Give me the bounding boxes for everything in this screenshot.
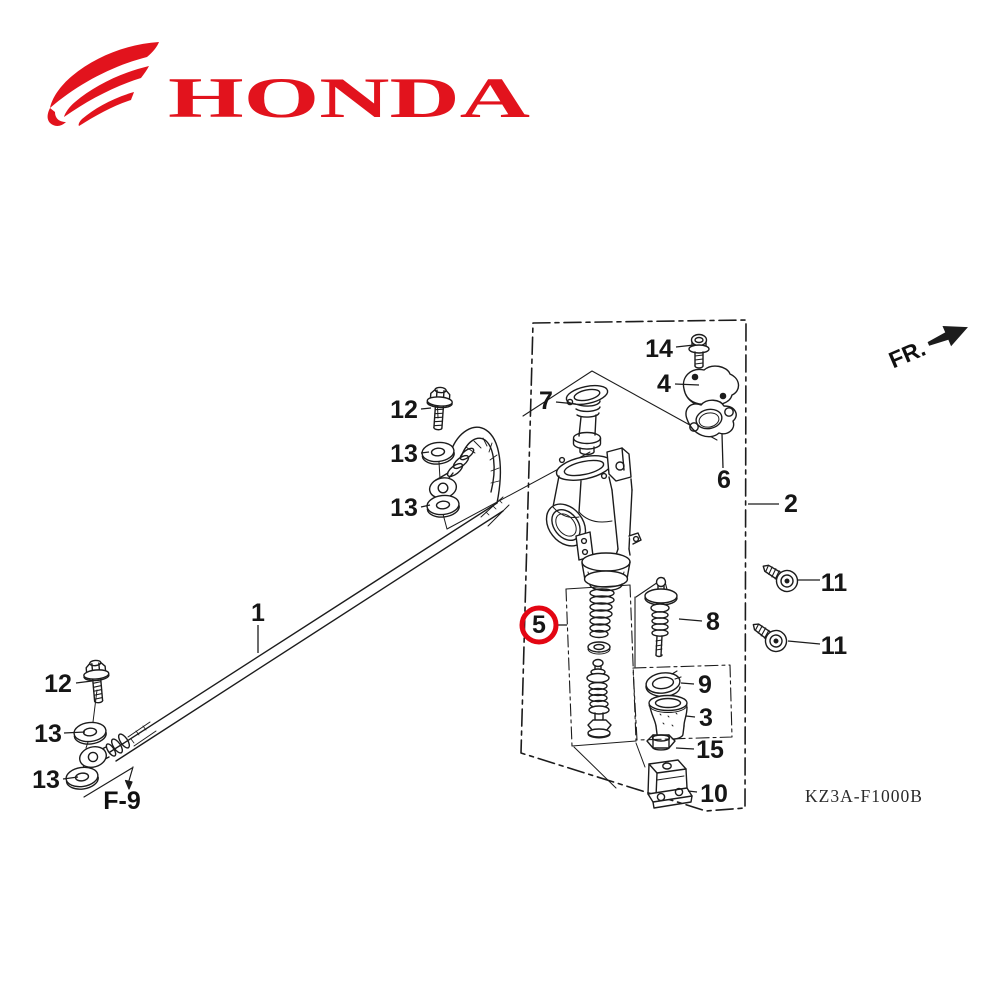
part-number-label: 9 (698, 671, 712, 699)
figure-ref-label: F-9 (103, 787, 141, 815)
part-callout-11: 11 (797, 569, 847, 597)
part-callout-12: 12 (390, 396, 432, 424)
part-number-label: 10 (700, 780, 728, 808)
callout-leader-line (555, 401, 577, 405)
diagram-art (64, 319, 803, 812)
part-number-label: 2 (784, 490, 798, 518)
reservoir-screw-2 (746, 615, 792, 657)
part-number-label: 11 (821, 632, 848, 660)
part-callout-7: 7 (539, 387, 577, 415)
part-callout-8: 8 (678, 608, 720, 636)
part-callout-3: 3 (685, 704, 713, 732)
reservoir-screw-1 (756, 556, 803, 597)
part-callout-10: 10 (687, 780, 728, 808)
sealing-washer-2 (425, 493, 461, 520)
honda-logo: HONDA (47, 42, 530, 130)
circlip (645, 670, 682, 698)
part-callout-13: 13 (34, 720, 86, 748)
part-number-label: 6 (717, 466, 731, 494)
brake-hose (79, 426, 510, 769)
plate-code: KZ3A-F1000B (805, 786, 923, 806)
piston-set (565, 584, 646, 789)
part-number-label: 1 (251, 599, 265, 627)
part-number-label: 3 (699, 704, 713, 732)
part-number-label: 5 (532, 611, 546, 639)
fr-arrow-icon (927, 325, 968, 347)
callout-leader-line (787, 640, 821, 645)
callout-leader-line (685, 715, 696, 718)
part-callouts: 14 4 7 6 2 12 13 13 11 11 8 5 9 3 15 10 1 12 13 13 (32, 335, 847, 808)
part-callout-13: 13 (390, 440, 430, 468)
seal-set-box (632, 664, 733, 741)
part-number-label: 8 (706, 608, 720, 636)
push-rod (634, 576, 678, 668)
callout-leader-line (62, 776, 79, 780)
callout-leader-line (420, 504, 431, 508)
assembly-outline-box (520, 319, 747, 812)
port-gasket (685, 399, 737, 438)
part-callout-5: 5 (519, 605, 567, 645)
part-callout-4: 4 (657, 370, 700, 398)
brand-wordmark: HONDA (168, 67, 530, 130)
part-number-label: 14 (645, 335, 673, 363)
highlight-circle (519, 605, 559, 645)
part-number-label: 12 (390, 396, 418, 424)
part-number-label: 13 (390, 494, 418, 522)
part-number-label: 13 (32, 766, 60, 794)
callout-leader-line (63, 731, 86, 734)
callout-leader-line (680, 682, 695, 685)
part-number-label: 12 (44, 670, 72, 698)
part-number-label: 7 (539, 387, 553, 415)
callout-leader-line (675, 344, 695, 348)
part-callout-1: 1 (251, 599, 265, 653)
port-cover (682, 365, 740, 406)
part-number-label: 15 (696, 736, 724, 764)
group-line-top (522, 370, 718, 441)
figure-ref-arrow (83, 766, 134, 798)
sealing-washer-1 (420, 440, 456, 467)
part-callout-13: 13 (390, 494, 431, 522)
fr-direction-marker: FR. (885, 325, 968, 373)
master-cylinder-body (545, 447, 642, 592)
part-callout-2: 2 (748, 490, 798, 518)
part-number-label: 4 (657, 370, 671, 398)
lock-nut (646, 734, 676, 751)
part-callout-13: 13 (32, 766, 79, 794)
part-callout-15: 15 (675, 736, 724, 764)
fr-label: FR. (885, 335, 929, 373)
callout-leader-line (721, 433, 724, 469)
part-callout-11: 11 (787, 632, 848, 660)
callout-leader-line (75, 680, 93, 684)
part-callout-6: 6 (717, 433, 731, 494)
part-number-label: 11 (821, 569, 848, 597)
cover-bolt (688, 333, 710, 369)
part-callout-9: 9 (680, 671, 712, 699)
callout-leader-line (420, 407, 432, 410)
callout-leader-line (675, 747, 695, 750)
callout-leader-line (678, 618, 703, 622)
callout-leader-line (674, 383, 700, 386)
part-number-label: 13 (34, 720, 62, 748)
part-callout-14: 14 (645, 335, 695, 363)
rod-joint (647, 759, 693, 809)
callout-leader-line (687, 790, 698, 793)
honda-wing-icon (47, 42, 159, 126)
sealing-washer-3 (72, 720, 108, 747)
reservoir-joint (565, 384, 609, 456)
callout-leader-line (420, 451, 430, 454)
part-callout-12: 12 (44, 670, 93, 698)
rubber-boot (648, 694, 688, 741)
part-number-label: 13 (390, 440, 418, 468)
